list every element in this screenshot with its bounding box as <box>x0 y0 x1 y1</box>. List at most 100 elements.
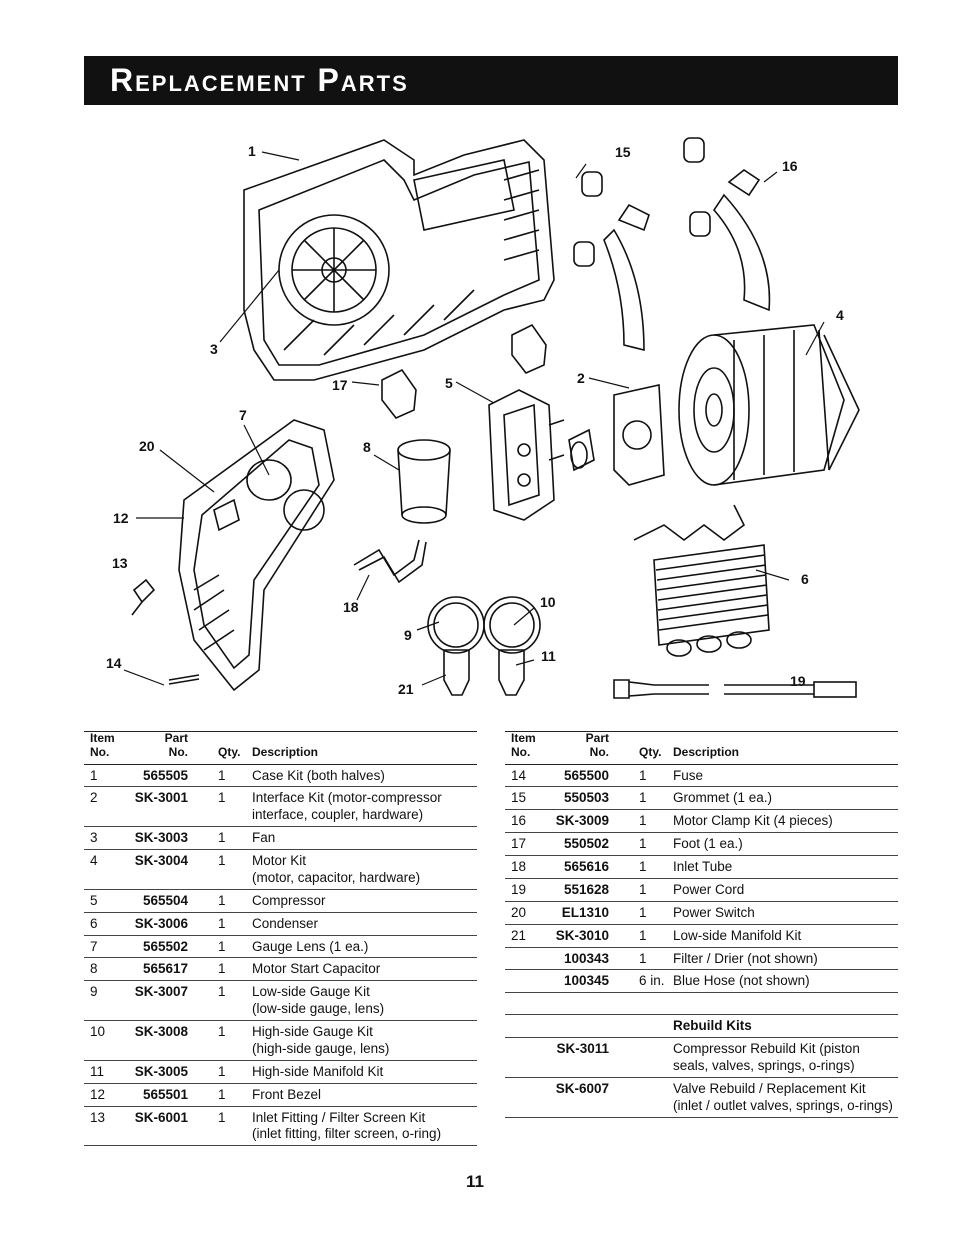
part-number: SK-3001 <box>124 786 196 828</box>
description: Case Kit (both halves) <box>252 764 477 788</box>
description: Gauge Lens (1 ea.) <box>252 935 477 959</box>
compressor-drawing <box>488 389 565 521</box>
description-line: (low-side gauge, lens) <box>252 1001 385 1017</box>
description: Fan <box>252 826 477 851</box>
callout-4: 4 <box>836 307 844 323</box>
page-number: 11 <box>466 1172 484 1191</box>
quantity: 1 <box>196 849 252 890</box>
description-line: Filter / Drier (not shown) <box>673 950 818 966</box>
item-number: 10 <box>84 1020 124 1061</box>
quantity: 1 <box>196 1060 252 1084</box>
quantity: 1 <box>617 947 673 971</box>
description: Grommet (1 ea.) <box>673 786 898 811</box>
motor-drawing <box>678 324 860 486</box>
item-number <box>505 1037 545 1078</box>
header-description: Description <box>673 731 898 765</box>
part-number: EL1310 <box>545 901 617 925</box>
page-title-bar: Replacement Parts <box>84 56 898 105</box>
part-number: 550502 <box>545 832 617 857</box>
callout-17: 17 <box>332 377 348 393</box>
quantity: 1 <box>196 1083 252 1107</box>
case-drawing <box>243 139 555 381</box>
interface-bracket-drawing <box>568 384 665 486</box>
header-qty: Qty. <box>617 731 673 765</box>
front-bezel-drawing <box>131 419 335 692</box>
item-number: 5 <box>84 889 124 913</box>
callout-15: 15 <box>615 144 631 160</box>
description-line: interface, coupler, hardware) <box>252 807 424 823</box>
item-number: 1 <box>84 764 124 788</box>
callout-11: 11 <box>541 648 556 664</box>
part-number: 100343 <box>545 947 617 971</box>
description: Compressor <box>252 889 477 913</box>
item-number: 12 <box>84 1083 124 1107</box>
grommets-clamps-drawing <box>573 137 771 352</box>
description-line: Inlet Fitting / Filter Screen Kit <box>252 1109 426 1125</box>
item-number: 14 <box>505 764 545 788</box>
description-line: Compressor Rebuild Kit (piston <box>673 1041 860 1057</box>
quantity: 1 <box>617 764 673 788</box>
quantity: 1 <box>196 1106 252 1147</box>
header-qty: Qty. <box>196 731 252 765</box>
description-line: (high-side gauge, lens) <box>252 1040 390 1056</box>
item-number <box>505 969 545 994</box>
quantity: 1 <box>196 935 252 959</box>
description: Inlet Tube <box>673 855 898 879</box>
header-description: Description <box>252 731 477 765</box>
quantity: 1 <box>196 957 252 982</box>
callout-2: 2 <box>577 370 585 386</box>
item-number: 11 <box>84 1060 124 1084</box>
quantity: 6 in. <box>617 969 673 994</box>
part-number: 565505 <box>124 764 196 788</box>
quantity: 1 <box>196 912 252 936</box>
part-number: SK-6007 <box>545 1077 617 1118</box>
description: Motor Start Capacitor <box>252 957 477 982</box>
callout-13: 13 <box>112 555 128 571</box>
part-number: 565616 <box>545 855 617 879</box>
item-number <box>505 1077 545 1118</box>
feet-drawing <box>381 323 547 419</box>
description-line: Low-side Gauge Kit <box>252 984 370 1000</box>
description: Motor Kit(motor, capacitor, hardware) <box>252 849 477 890</box>
rebuild-kits-heading: Rebuild Kits <box>673 1014 898 1039</box>
rebuild-heading-row: Rebuild Kits <box>505 1014 898 1039</box>
item-number <box>505 947 545 971</box>
part-number: SK-3011 <box>545 1037 617 1078</box>
condenser-drawing <box>633 504 770 657</box>
part-number: SK-3007 <box>124 980 196 1022</box>
callout-1: 1 <box>248 143 256 159</box>
description-line: Fan <box>252 830 276 846</box>
description-line: Motor Kit <box>252 853 307 869</box>
callout-14: 14 <box>106 655 122 671</box>
quantity: 1 <box>617 832 673 857</box>
description-line: Fuse <box>673 767 704 783</box>
description-line: (inlet fitting, filter screen, o-ring) <box>252 1126 442 1142</box>
description: Foot (1 ea.) <box>673 832 898 857</box>
item-number: 6 <box>84 912 124 936</box>
exploded-parts-diagram: 1 15 16 3 4 17 5 2 7 20 8 12 13 6 18 10 … <box>84 120 898 720</box>
quantity: 1 <box>196 1020 252 1061</box>
description: Front Bezel <box>252 1083 477 1107</box>
item-number: 16 <box>505 809 545 834</box>
part-number: SK-3008 <box>124 1020 196 1061</box>
item-number: 20 <box>505 901 545 925</box>
